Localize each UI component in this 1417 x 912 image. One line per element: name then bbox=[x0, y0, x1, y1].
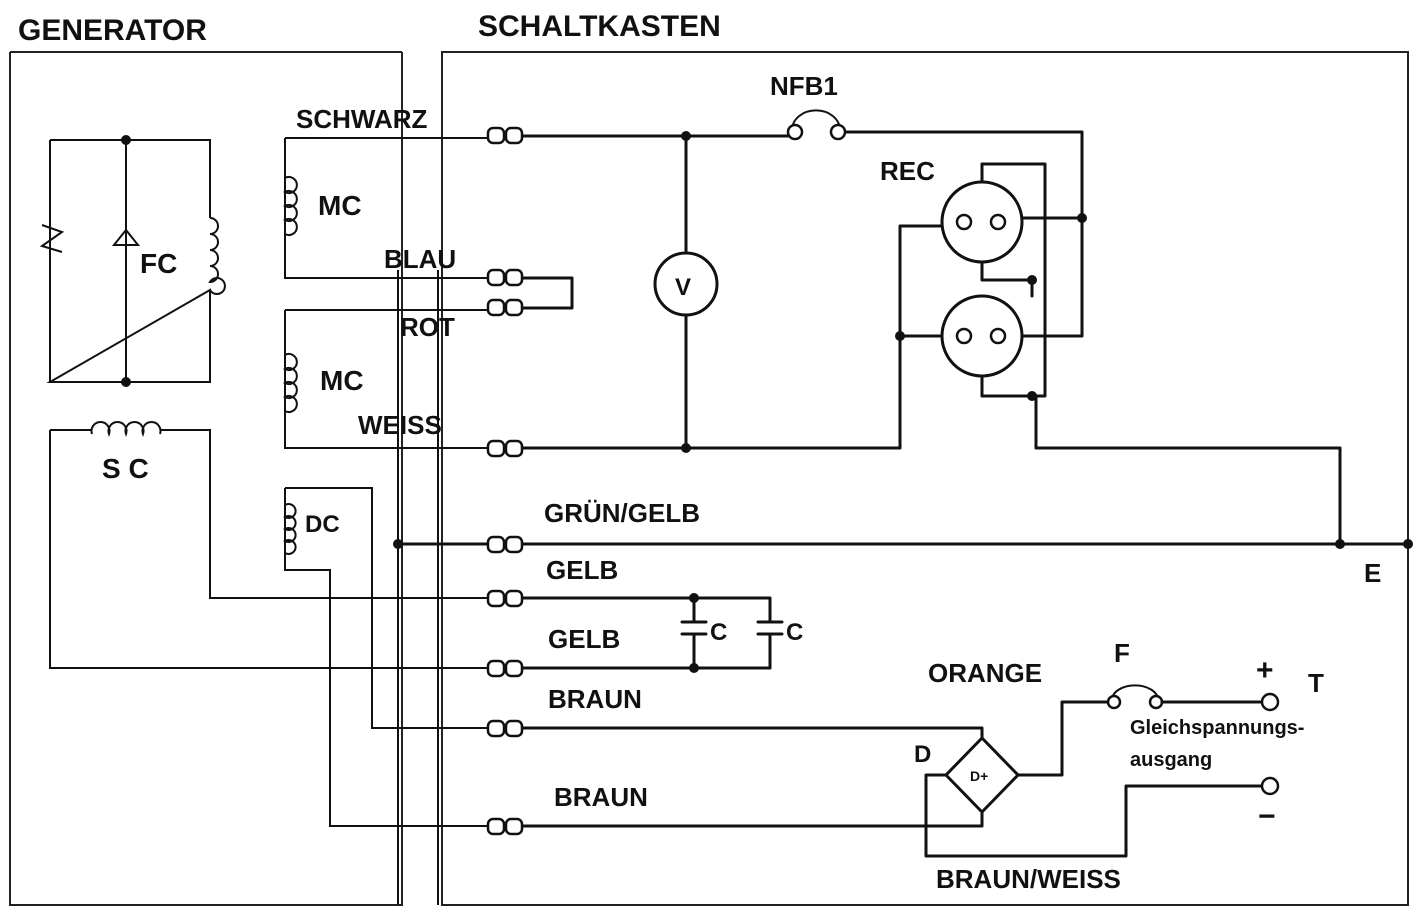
sc-coil bbox=[49, 421, 490, 669]
dc-output-line1: Gleichspannungs- bbox=[1130, 717, 1304, 739]
dc-output-line2: ausgang bbox=[1130, 749, 1212, 771]
wire-label-orange: ORANGE bbox=[928, 658, 1042, 688]
earth-label: E bbox=[1364, 558, 1381, 588]
wire-label-gelb-2: GELB bbox=[548, 624, 620, 654]
gelb-wire-1 bbox=[520, 596, 772, 624]
wire-label-rot: ROT bbox=[400, 312, 455, 342]
rec-label: REC bbox=[880, 156, 935, 186]
fuse-contact-2 bbox=[1148, 694, 1164, 710]
mc-top-coil bbox=[282, 137, 490, 279]
schaltkasten-title: SCHALTKASTEN bbox=[478, 10, 721, 43]
wire-label-schwarz: SCHWARZ bbox=[296, 104, 428, 134]
blau-rot-link bbox=[518, 276, 574, 310]
terminal-label: T bbox=[1308, 668, 1324, 698]
schaltkasten-section bbox=[441, 51, 1409, 906]
nfb-label: NFB1 bbox=[770, 71, 838, 101]
rec-socket-1 bbox=[940, 180, 1024, 264]
capacitor-1 bbox=[680, 620, 708, 636]
generator-section bbox=[9, 51, 403, 906]
nfb-switch-arc bbox=[791, 109, 841, 131]
wire-label-gruen-gelb: GRÜN/GELB bbox=[544, 498, 700, 528]
dc-terminal-minus bbox=[1260, 776, 1280, 796]
cap2-label: C bbox=[786, 619, 803, 646]
braun-weiss-wire bbox=[924, 773, 1264, 858]
wire-label-braun-weiss: BRAUN/WEISS bbox=[936, 864, 1121, 894]
diode-label: D bbox=[914, 741, 931, 768]
nfb-contact-1 bbox=[786, 123, 804, 141]
mc-bottom-label: MC bbox=[320, 365, 364, 396]
braun-wire-2 bbox=[520, 810, 984, 828]
rectifier-positive-wire bbox=[1016, 700, 1112, 777]
fc-label: FC bbox=[140, 248, 177, 279]
dc-terminal-plus bbox=[1260, 692, 1280, 712]
capacitor-symbol bbox=[39, 224, 65, 253]
capacitor-2 bbox=[756, 620, 784, 636]
minus-sign: − bbox=[1258, 800, 1276, 833]
cap1-label: C bbox=[710, 619, 727, 646]
wire-label-braun-1: BRAUN bbox=[548, 684, 642, 714]
dc-label: DC bbox=[305, 511, 340, 538]
generator-title: GENERATOR bbox=[18, 14, 207, 47]
gelb-wire-2 bbox=[520, 632, 772, 670]
earth-wire bbox=[1034, 394, 1342, 546]
rec-parallel-wire bbox=[1020, 216, 1084, 338]
mc-top-label: MC bbox=[318, 190, 362, 221]
wire-label-gelb-1: GELB bbox=[546, 555, 618, 585]
fc-circuit bbox=[39, 135, 226, 387]
dc-coil bbox=[283, 487, 490, 827]
plus-sign: + bbox=[1256, 654, 1274, 687]
voltmeter-label: V bbox=[675, 274, 691, 301]
braun-wire-1 bbox=[520, 726, 984, 740]
fuse-arc bbox=[1111, 684, 1159, 701]
diode-symbol bbox=[111, 228, 141, 246]
wire-label-weiss: WEISS bbox=[358, 410, 442, 440]
fuse-label: F bbox=[1114, 638, 1130, 668]
sc-label: S C bbox=[102, 453, 149, 484]
bridge-rectifier bbox=[943, 735, 1021, 815]
fc-coil bbox=[208, 217, 226, 295]
rec-earth-loop bbox=[980, 162, 1047, 398]
rec-socket-2 bbox=[940, 294, 1024, 378]
bridge-mark: D+ bbox=[970, 768, 988, 784]
fuse-contact-1 bbox=[1106, 694, 1122, 710]
nfb-out-wire bbox=[838, 130, 1084, 220]
voltmeter bbox=[653, 251, 719, 317]
weiss-wire bbox=[520, 224, 946, 450]
wire-label-braun-2: BRAUN bbox=[554, 782, 648, 812]
mc-bottom-coil bbox=[282, 309, 490, 449]
wire-label-blau: BLAU bbox=[384, 244, 456, 274]
connectors bbox=[486, 126, 524, 836]
nfb-contact-2 bbox=[829, 123, 847, 141]
